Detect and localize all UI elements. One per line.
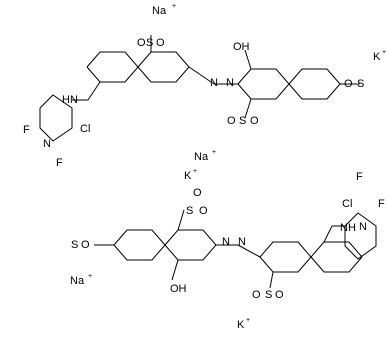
upper-amine: HN [62,94,78,106]
upper-pyrimidine-f-left: F [23,124,30,136]
upper-so3-oxygen-right: O [156,37,165,49]
upper-azo-bond-a [188,66,215,85]
upper-hydroxy-naphthalene-ring-a [237,68,290,100]
k-ion-1: K [373,51,381,63]
bond-lines [39,35,377,289]
upper-azo-n2: N [226,77,234,89]
upper-pyrimidine-f-bottom: F [56,157,63,169]
upper-hydroxyl-bond [244,49,252,70]
lower-methylene-bond [323,225,333,243]
upper-azo-n1: N [210,77,218,89]
na-ion-2-charge: + [212,149,216,156]
lower-pyrimidine-f-right: F [378,198,385,210]
lower-so3-top-sulfur: S [186,205,193,217]
lower-hydroxyl: OH [170,283,187,295]
k-ion-3-charge: + [246,317,250,324]
na-ion-3-charge: + [88,273,92,280]
upper-naphthalene-left-ring [86,51,139,83]
atom-labels: Na + S O O OH N N S O K + S O O HN F Cl … [23,3,386,331]
na-ion-1-charge: + [172,3,176,10]
na-ion-2: Na [194,151,209,163]
upper-lower-so3-sulfur: S [239,115,246,127]
upper-pyrimidine-cl: Cl [80,123,90,135]
k-ion-2: K [184,170,192,182]
lower-pyrimidine-ring [344,212,377,260]
lower-so3-top-bond [177,209,185,231]
lower-pyrimidine-f-top: F [356,171,363,183]
upper-pyrimidine-ring [39,94,73,142]
lower-so3-top-oxygen-right: O [199,205,208,217]
na-ion-1: Na [152,5,167,17]
lower-naphthalene-left-ring [259,241,312,273]
k-ion-2-charge: + [193,168,197,175]
upper-so3-sulfur: S [146,37,153,49]
lower-hydroxyl-bond [171,259,179,281]
lower-azo-n1: N [222,236,230,248]
upper-pyrimidine-n: N [43,138,51,150]
lower-left-so3-oxygen: O [81,239,90,251]
lower-azo-n2: N [238,236,246,248]
upper-lower-so3-oxygen-right: O [250,115,259,127]
upper-so3-oxygen-left: O [137,37,146,49]
lower-amine: NH [340,222,356,234]
upper-lower-so3-bond [244,98,252,119]
k-ion-3: K [237,319,245,331]
upper-right-so3-oxygen: O [344,78,353,90]
lower-so3-bottom-bond [269,271,274,289]
lower-so3-bottom-oxygen-right: O [275,289,284,301]
lower-so3-top-oxygen: O [193,187,202,199]
k-ion-1-charge: + [382,49,386,56]
lower-so3-bottom-sulfur: S [265,289,272,301]
lower-so3-bottom-oxygen-left: O [252,289,261,301]
lower-pyrimidine-n: N [359,221,367,233]
upper-naphthalene-right-ring [137,51,190,83]
lower-hydroxy-naphthalene-ring-b [113,229,166,261]
upper-lower-so3-oxygen-left: O [227,115,236,127]
lower-hydroxy-naphthalene-ring-a [164,229,217,261]
upper-hydroxy-naphthalene-ring-b [288,68,341,100]
na-ion-3: Na [70,275,85,287]
upper-methylene-bond [87,81,101,101]
lower-azo-bond-b [237,244,261,258]
lower-left-so3-sulfur: S [71,239,78,251]
upper-hydroxyl: OH [233,41,250,53]
upper-right-so3-sulfur: S [357,78,364,90]
lower-naphthalene-right-ring [310,241,363,273]
lower-pyrimidine-cl: Cl [342,198,352,210]
